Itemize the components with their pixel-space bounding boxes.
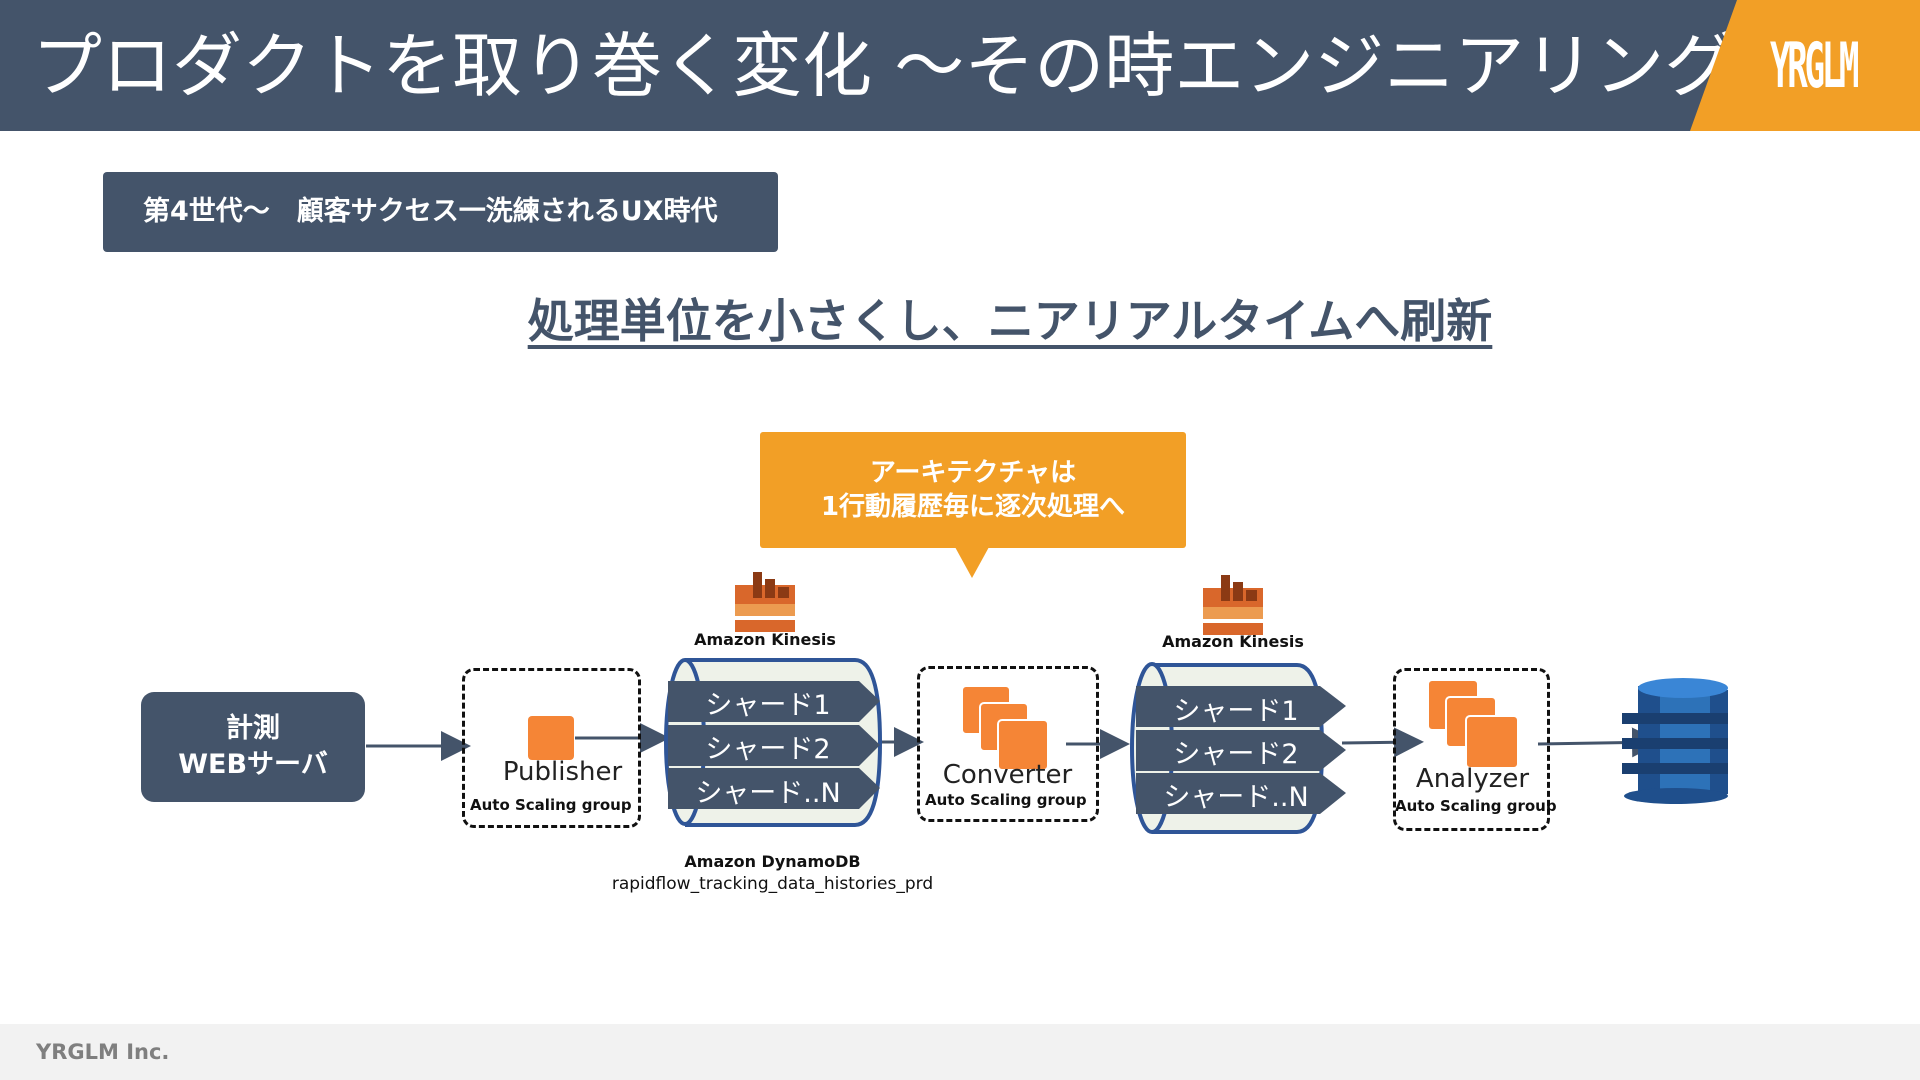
kinesis2-shard-n: シャード..N bbox=[1163, 782, 1309, 813]
kinesis-stream-2 bbox=[1130, 662, 1346, 834]
kinesis2-shard-2: シャード2 bbox=[1173, 739, 1299, 770]
kinesis1-shard-n: シャード..N bbox=[695, 778, 841, 809]
dynamodb-table-name: rapidflow_tracking_data_histories_prd bbox=[611, 874, 934, 894]
callout-line-1: アーキテクチャは bbox=[869, 458, 1077, 488]
publisher-instance-icon bbox=[528, 716, 574, 760]
analyzer-asg-box bbox=[1393, 668, 1550, 831]
dynamodb-label: Amazon DynamoDB bbox=[684, 852, 861, 871]
arrow-kinesis2-analyzer bbox=[1341, 727, 1424, 758]
analyzer-asg-label: Auto Scaling group bbox=[1395, 797, 1557, 815]
callout-pointer bbox=[955, 547, 989, 578]
source-web-server: 計測 WEBサーバ bbox=[141, 692, 365, 802]
analyzer-label: Analyzer bbox=[1415, 764, 1530, 794]
kinesis-label-2: Amazon Kinesis bbox=[1162, 632, 1304, 651]
analyzer-instances-icon bbox=[1427, 679, 1519, 769]
converter-label: Converter bbox=[942, 760, 1073, 790]
source-line-1: 計測 bbox=[226, 713, 280, 744]
yrglm-logo: YRGLM bbox=[1770, 29, 1859, 102]
footer-bar bbox=[0, 1024, 1920, 1080]
callout-box: アーキテクチャは 1行動履歴毎に逐次処理へ bbox=[760, 432, 1186, 548]
kinesis1-shard-2: シャード2 bbox=[705, 734, 831, 765]
kinesis-icon-1 bbox=[735, 572, 795, 632]
section-label: 第4世代～ 顧客サクセス一洗練されるUX時代 bbox=[103, 172, 778, 252]
headline: 処理単位を小さくし、ニアリアルタイムへ刷新 bbox=[527, 294, 1493, 348]
publisher-label: Publisher bbox=[502, 757, 623, 787]
publisher-asg-box bbox=[462, 668, 641, 828]
publisher-asg-label: Auto Scaling group bbox=[470, 796, 632, 814]
kinesis-label-1: Amazon Kinesis bbox=[694, 630, 836, 649]
converter-instances-icon bbox=[961, 685, 1049, 771]
dynamodb-icon bbox=[1622, 678, 1728, 804]
slide-title: プロダクトを取り巻く変化 ～その時エンジニアリングは～ bbox=[32, 25, 1875, 107]
converter-asg-label: Auto Scaling group bbox=[925, 791, 1087, 809]
kinesis-icon-2 bbox=[1203, 575, 1263, 635]
converter-asg-box bbox=[917, 666, 1099, 822]
title-bar bbox=[0, 0, 1920, 131]
kinesis2-shard-1: シャード1 bbox=[1173, 696, 1299, 727]
source-line-2: WEBサーバ bbox=[178, 749, 328, 780]
footer-company: YRGLM Inc. bbox=[36, 1040, 170, 1064]
callout-line-2: 1行動履歴毎に逐次処理へ bbox=[820, 492, 1126, 522]
kinesis1-shard-1: シャード1 bbox=[705, 690, 831, 721]
kinesis-stream-1 bbox=[664, 658, 883, 827]
